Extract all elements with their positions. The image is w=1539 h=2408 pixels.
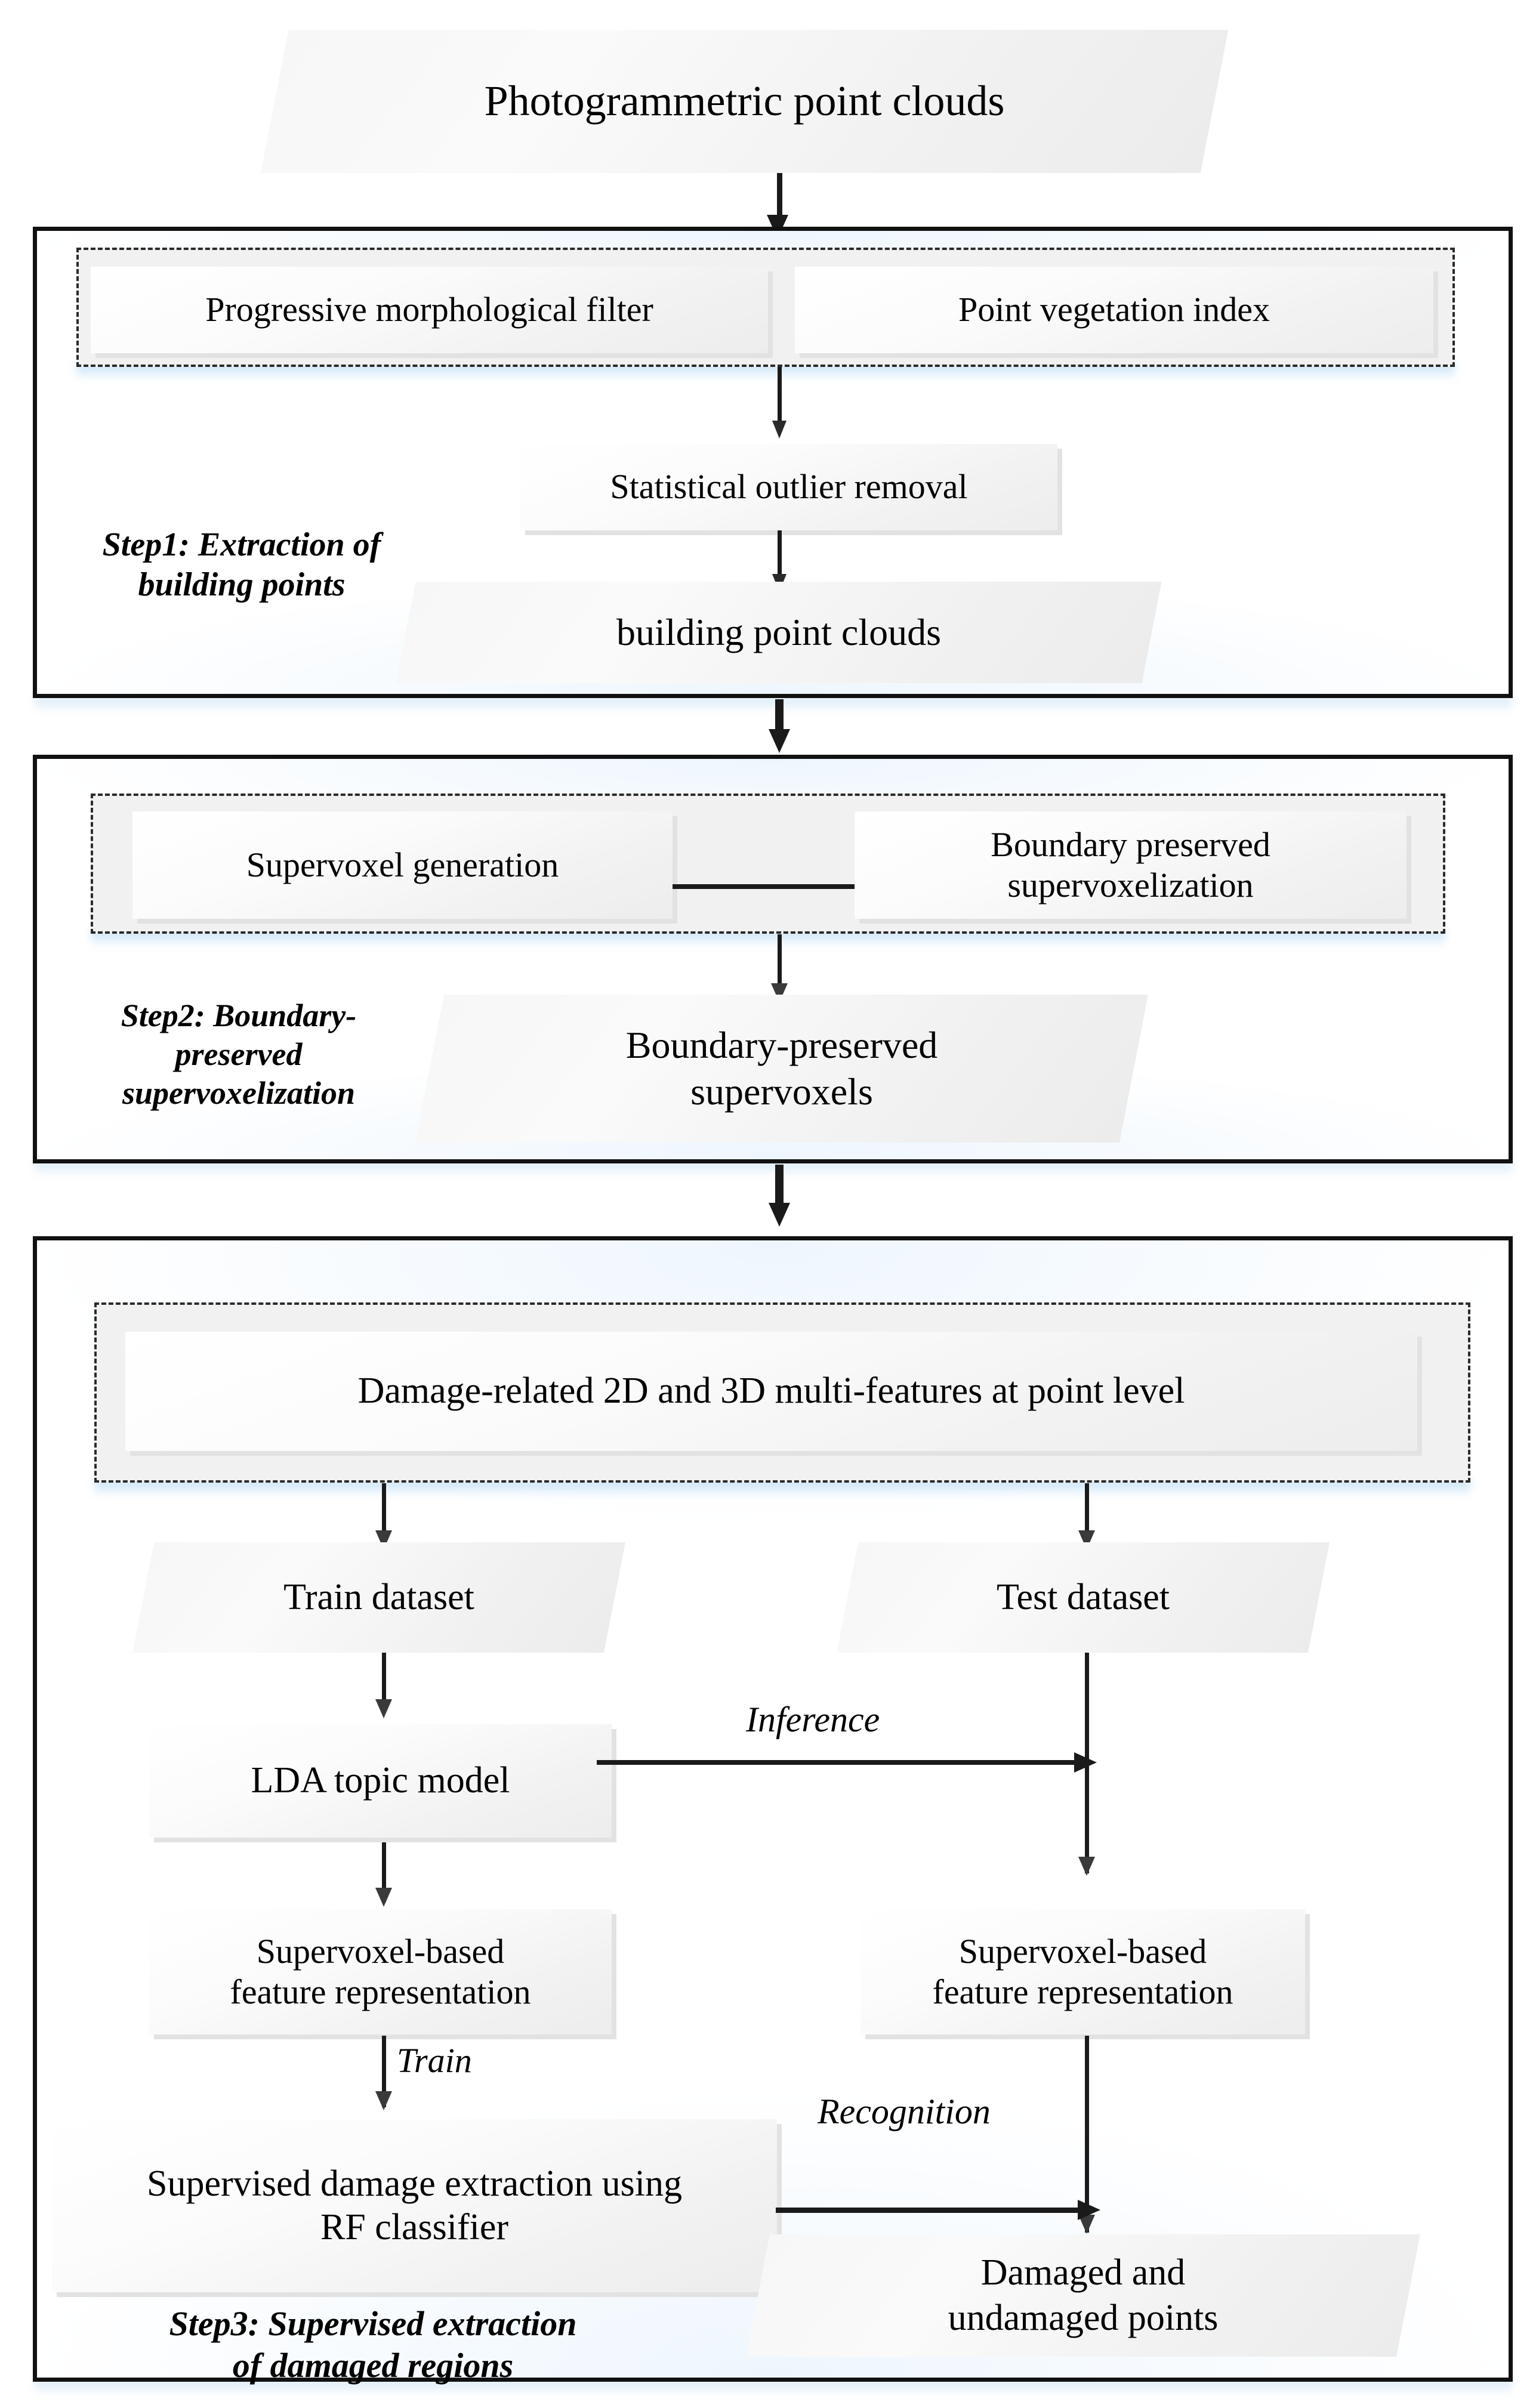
edge-label-inference: Inference: [746, 1700, 880, 1739]
edge-label-recognition: Recognition: [818, 2092, 991, 2131]
arrow-step2-to-step3-line: [775, 1165, 784, 1206]
step2-title-line1: Step2: Boundary-: [121, 998, 357, 1033]
step3-output-label-line1: Damaged and: [980, 2252, 1186, 2293]
step3-title: Step3: Supervised extraction of damaged …: [69, 2303, 677, 2386]
step2-boundary-preserved-supervoxelization-box[interactable]: Boundary preserved supervoxelization: [855, 811, 1407, 919]
step1-output-node: building point clouds: [396, 582, 1162, 683]
step2-output-node: Boundary-preserved supervoxels: [415, 995, 1149, 1143]
step3-rf-classifier-line2: RF classifier: [320, 2207, 509, 2248]
arrow-features-to-test-dataset-line: [1085, 1483, 1089, 1546]
step3-train-dataset-node: Train dataset: [132, 1542, 625, 1653]
step3-features-label: Damage-related 2D and 3D multi-features …: [357, 1370, 1185, 1412]
arrow-train-dataset-to-lda-head: [375, 1699, 392, 1718]
step3-train-dataset-label: Train dataset: [283, 1576, 474, 1617]
arrow-lda-to-train-representation-line: [382, 1842, 386, 1902]
step2-output-label-line1: Boundary-preserved: [625, 1023, 938, 1066]
arrow-step2-group-to-output-line: [778, 934, 782, 997]
arrow-input-to-step1-line: [777, 173, 782, 218]
arrow-step1-to-step2-head: [769, 729, 790, 753]
edge-label-train: Train: [397, 2041, 472, 2080]
arrow-step1-to-step2-line: [775, 699, 784, 732]
step1-outlier-label: Statistical outlier removal: [610, 467, 968, 507]
step2-glow: [35, 1161, 1512, 1177]
step1-glow: [35, 697, 1512, 712]
step2-supervoxel-generation-box[interactable]: Supervoxel generation: [132, 811, 673, 919]
arrow-features-to-train-dataset-line: [382, 1483, 386, 1546]
step3-test-feature-representation-box[interactable]: Supervoxel-based feature representation: [861, 1909, 1305, 2035]
step3-train-representation-line2: feature representation: [230, 1972, 531, 2011]
step3-lda-topic-model-box[interactable]: LDA topic model: [149, 1724, 612, 1838]
step3-title-line2: of damaged regions: [232, 2345, 514, 2385]
step2-boundary-preserved-label-line2: supervoxelization: [1007, 866, 1254, 904]
step1-title-line1: Step1: Extraction of: [102, 526, 381, 563]
step1-statistical-outlier-removal-box[interactable]: Statistical outlier removal: [520, 444, 1057, 530]
arrow-train-representation-to-classifier-head: [375, 2091, 392, 2110]
arrow-recognition-line: [776, 2208, 1083, 2213]
step1-pvi-label: Point vegetation index: [958, 290, 1270, 329]
step2-title-line2: preserved: [175, 1036, 303, 1072]
step3-train-feature-representation-box[interactable]: Supervoxel-based feature representation: [149, 1909, 612, 2035]
arrow-step1-group-to-outlier-line: [778, 367, 782, 427]
step3-train-representation-line1: Supervoxel-based: [256, 1931, 505, 1971]
step3-test-dataset-node: Test dataset: [837, 1542, 1330, 1653]
step1-title-line2: building points: [138, 566, 346, 604]
step1-point-vegetation-index-box[interactable]: Point vegetation index: [795, 267, 1433, 353]
arrow-train-dataset-to-lda-line: [382, 1653, 386, 1712]
step3-glow: [35, 2379, 1512, 2395]
input-node: Photogrammetric point clouds: [260, 30, 1229, 173]
step3-lda-label: LDA topic model: [251, 1760, 510, 1801]
step2-boundary-preserved-label-line1: Boundary preserved: [991, 825, 1270, 864]
arrow-recognition-head: [1078, 2200, 1100, 2220]
step3-title-line1: Step3: Supervised extraction: [169, 2304, 577, 2343]
arrow-step2-to-step3-head: [769, 1203, 790, 1227]
test-branch-to-output-line: [1085, 2036, 1089, 2233]
step1-progressive-morphological-filter-box[interactable]: Progressive morphological filter: [91, 267, 768, 353]
arrow-train-representation-to-classifier-line: [382, 2036, 386, 2107]
arrow-inference-line: [597, 1760, 1080, 1765]
step1-filter-label: Progressive morphological filter: [205, 290, 653, 329]
step2-supervoxel-generation-label: Supervoxel generation: [246, 845, 559, 884]
step3-test-representation-line2: feature representation: [932, 1972, 1233, 2011]
step3-output-node: Damaged and undamaged points: [746, 2234, 1420, 2357]
input-label: Photogrammetric point clouds: [484, 77, 1005, 125]
step2-title-line3: supervoxelization: [122, 1075, 356, 1111]
step3-test-dataset-label: Test dataset: [996, 1576, 1170, 1617]
step2-output-label: Boundary-preserved supervoxels: [430, 995, 1134, 1143]
step1-title: Step1: Extraction of building points: [63, 525, 421, 605]
step3-output-label-line2: undamaged points: [948, 2297, 1219, 2338]
step3-rf-classifier-box[interactable]: Supervised damage extraction using RF cl…: [52, 2119, 777, 2292]
arrow-lda-to-train-representation-head: [375, 1888, 392, 1907]
step3-test-representation-line1: Supervoxel-based: [958, 1931, 1207, 1971]
step3-damage-related-features-box[interactable]: Damage-related 2D and 3D multi-features …: [125, 1332, 1417, 1451]
step3-rf-classifier-line1: Supervised damage extraction using: [146, 2163, 683, 2204]
arrow-step1-group-to-outlier-head: [772, 421, 787, 439]
step2-title: Step2: Boundary- preserved supervoxeliza…: [72, 996, 406, 1112]
test-branch-vertical-line: [1085, 1653, 1089, 1873]
step2-output-label-line2: supervoxels: [690, 1070, 873, 1113]
step3-output-label: Damaged and undamaged points: [758, 2234, 1408, 2357]
arrow-step1-outlier-to-output-line: [778, 530, 782, 581]
test-branch-vertical-arrow-head: [1078, 1857, 1095, 1876]
step1-output-label: building point clouds: [616, 610, 941, 653]
